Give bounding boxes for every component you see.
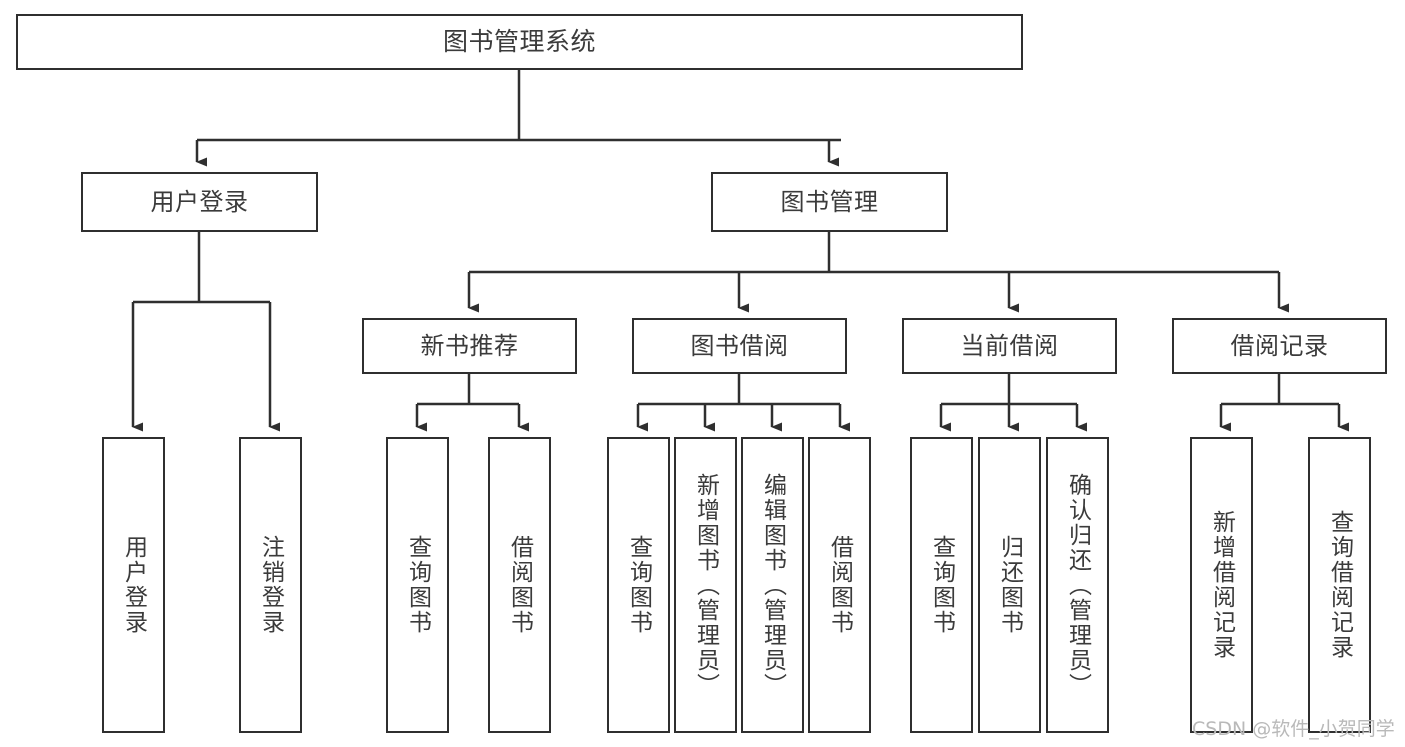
node-label: 查询图书 xyxy=(928,535,955,635)
node-root-system[interactable]: 图书管理系统 xyxy=(16,14,1023,70)
node-label: 借阅图书 xyxy=(506,535,533,635)
node-label: 确认归还（管理员） xyxy=(1064,472,1091,698)
node-label: 归还图书 xyxy=(996,535,1023,635)
node-current-borrow[interactable]: 当前借阅 xyxy=(902,318,1117,374)
node-new-book-recommend[interactable]: 新书推荐 xyxy=(362,318,577,374)
node-leaf-add-record[interactable]: 新增借阅记录 xyxy=(1190,437,1253,733)
node-book-borrow[interactable]: 图书借阅 xyxy=(632,318,847,374)
node-label: 新增图书（管理员） xyxy=(692,472,719,698)
node-book-manage[interactable]: 图书管理 xyxy=(711,172,948,232)
node-label: 新增借阅记录 xyxy=(1208,510,1235,660)
csdn-watermark: CSDN @软件_小贺同学 xyxy=(1192,718,1395,740)
node-leaf-borrow-book-2[interactable]: 借阅图书 xyxy=(808,437,871,733)
node-leaf-edit-book[interactable]: 编辑图书（管理员） xyxy=(741,437,804,733)
node-leaf-query-book-2[interactable]: 查询图书 xyxy=(607,437,670,733)
node-leaf-query-book-3[interactable]: 查询图书 xyxy=(910,437,973,733)
node-user-login[interactable]: 用户登录 xyxy=(81,172,318,232)
node-borrow-record[interactable]: 借阅记录 xyxy=(1172,318,1387,374)
node-label: 查询图书 xyxy=(625,535,652,635)
node-leaf-query-record[interactable]: 查询借阅记录 xyxy=(1308,437,1371,733)
node-leaf-user-login[interactable]: 用户登录 xyxy=(102,437,165,733)
node-leaf-confirm-return[interactable]: 确认归还（管理员） xyxy=(1046,437,1109,733)
node-leaf-borrow-book-1[interactable]: 借阅图书 xyxy=(488,437,551,733)
node-leaf-query-book-1[interactable]: 查询图书 xyxy=(386,437,449,733)
node-label: 新书推荐 xyxy=(420,331,519,360)
node-label: 查询图书 xyxy=(404,535,431,635)
node-label: 当前借阅 xyxy=(960,331,1059,360)
node-label: 图书管理系统 xyxy=(442,27,596,56)
node-label: 用户登录 xyxy=(120,535,147,635)
node-leaf-add-book[interactable]: 新增图书（管理员） xyxy=(674,437,737,733)
node-label: 编辑图书（管理员） xyxy=(759,472,786,698)
node-leaf-return-book[interactable]: 归还图书 xyxy=(978,437,1041,733)
node-label: 用户登录 xyxy=(150,187,249,216)
node-leaf-logout[interactable]: 注销登录 xyxy=(239,437,302,733)
node-label: 注销登录 xyxy=(257,535,284,635)
node-label: 借阅记录 xyxy=(1230,331,1329,360)
node-label: 图书借阅 xyxy=(690,331,789,360)
node-label: 图书管理 xyxy=(780,187,879,216)
node-label: 查询借阅记录 xyxy=(1326,510,1353,660)
node-label: 借阅图书 xyxy=(826,535,853,635)
